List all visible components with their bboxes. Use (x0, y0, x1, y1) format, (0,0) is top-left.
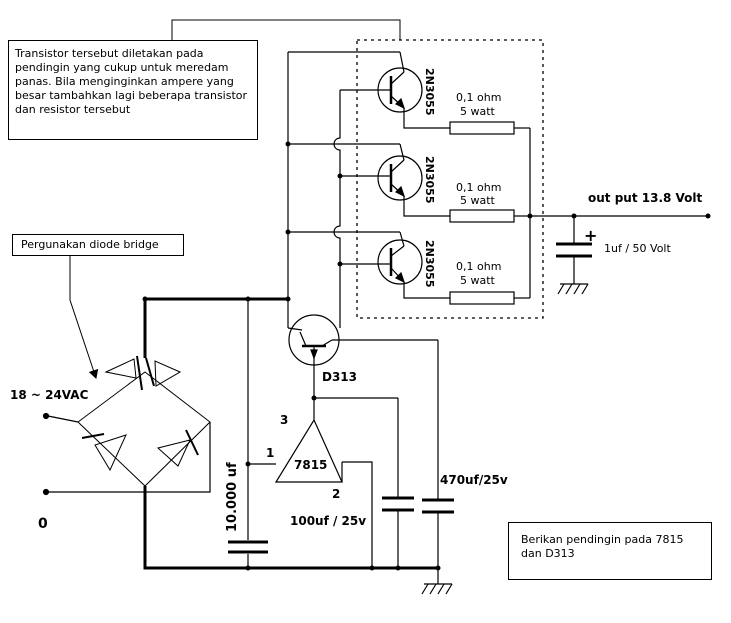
note-leaders (69, 19, 401, 379)
pin1-label: 1 (266, 446, 274, 460)
driver-label: D313 (322, 370, 357, 384)
transistor-note: Transistor tersebut diletakan pada pendi… (8, 40, 258, 140)
output-transistor-2 (372, 143, 423, 201)
stage3-resistance-label: 0,1 ohm (456, 260, 501, 273)
output-label: out put 13.8 Volt (588, 191, 703, 205)
stage1-resistance-label: 0,1 ohm (456, 91, 501, 104)
cap-100uf-label: 100uf / 25v (290, 514, 366, 528)
bridge-diode-2 (145, 357, 182, 387)
emitter-resistor-3 (449, 291, 515, 305)
bridge-note: Pergunakan diode bridge (12, 234, 184, 256)
stage2-resistance-label: 0,1 ohm (456, 181, 501, 194)
regulator-7815 (274, 418, 343, 483)
stage2-power-label: 5 watt (460, 194, 496, 207)
stage2-transistor-label: 2N3055 (423, 156, 436, 203)
driver-transistor (288, 314, 340, 366)
ground-symbol-main (421, 583, 453, 595)
main-capacitor-label: 10.000 uf (225, 462, 240, 532)
cap-470uf-label: 470uf/25v (440, 473, 508, 487)
bridge-diode-4 (156, 429, 199, 467)
pin2-label: 2 (332, 487, 340, 501)
capacitor-main (228, 540, 268, 554)
emitter-resistor-2 (449, 209, 515, 223)
cooling-note: Berikan pendingin pada 7815 dan D313 (508, 522, 712, 580)
output-transistor-1 (372, 51, 423, 113)
capacitor-100uf (382, 496, 414, 512)
heatsink-outline (356, 39, 544, 319)
pin3-label: 3 (280, 413, 288, 427)
output-transistor-3 (372, 231, 423, 285)
capacitor-470uf (422, 498, 454, 514)
stage1-power-label: 5 watt (460, 105, 496, 118)
stage1-transistor-label: 2N3055 (423, 68, 436, 115)
cap-output-plus: + (584, 226, 597, 245)
cap-output-label: 1uf / 50 Volt (604, 242, 671, 255)
input-voltage-label: 18 ~ 24VAC (10, 388, 89, 402)
capacitor-output (556, 242, 592, 258)
stage3-transistor-label: 2N3055 (423, 240, 436, 287)
emitter-resistor-1 (449, 121, 515, 135)
regulator-label: 7815 (294, 458, 327, 472)
zero-label: 0 (38, 516, 48, 532)
diode-bridge (77, 371, 211, 487)
bridge-diode-1 (104, 355, 143, 391)
junction-dots (142, 141, 711, 571)
stage3-power-label: 5 watt (460, 274, 496, 287)
ground-symbol-output (557, 283, 589, 295)
ac-input (42, 412, 211, 496)
bridge-diode-3 (81, 433, 127, 472)
